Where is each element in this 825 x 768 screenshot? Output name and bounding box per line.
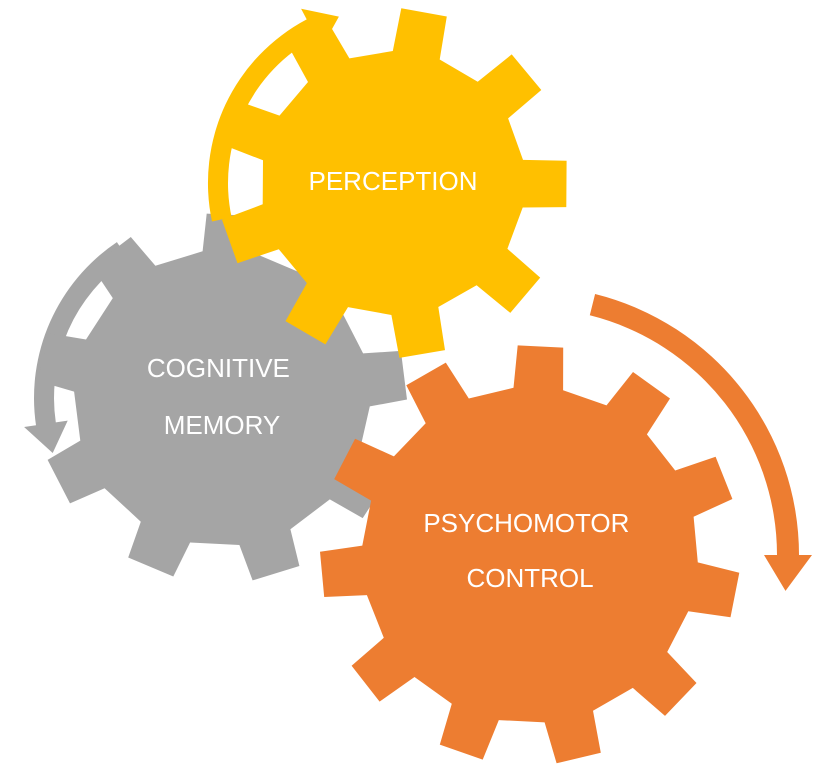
curved-arrow-down-icon (589, 294, 812, 591)
perception-label: PERCEPTION (308, 166, 477, 196)
psychomotor-control-gear (320, 345, 740, 764)
perception-label-line-1: PERCEPTION (308, 166, 477, 196)
perception-gear (221, 8, 567, 358)
cognitive-memory-label: COGNITIVE MEMORY (147, 353, 297, 440)
psychomotor-control-label-line-1: PSYCHOMOTOR (423, 508, 629, 538)
cognitive-memory-label-line-2: MEMORY (164, 410, 281, 440)
psychomotor-control-label: PSYCHOMOTOR CONTROL (423, 508, 636, 593)
curved-arrow-down-left-icon (24, 242, 129, 453)
psychomotor-control-label-line-2: CONTROL (466, 563, 593, 593)
psychomotor-control-gear-group: PSYCHOMOTOR CONTROL (320, 294, 812, 764)
cognitive-memory-label-line-1: COGNITIVE (147, 353, 290, 383)
perception-gear-group: PERCEPTION (207, 8, 567, 358)
